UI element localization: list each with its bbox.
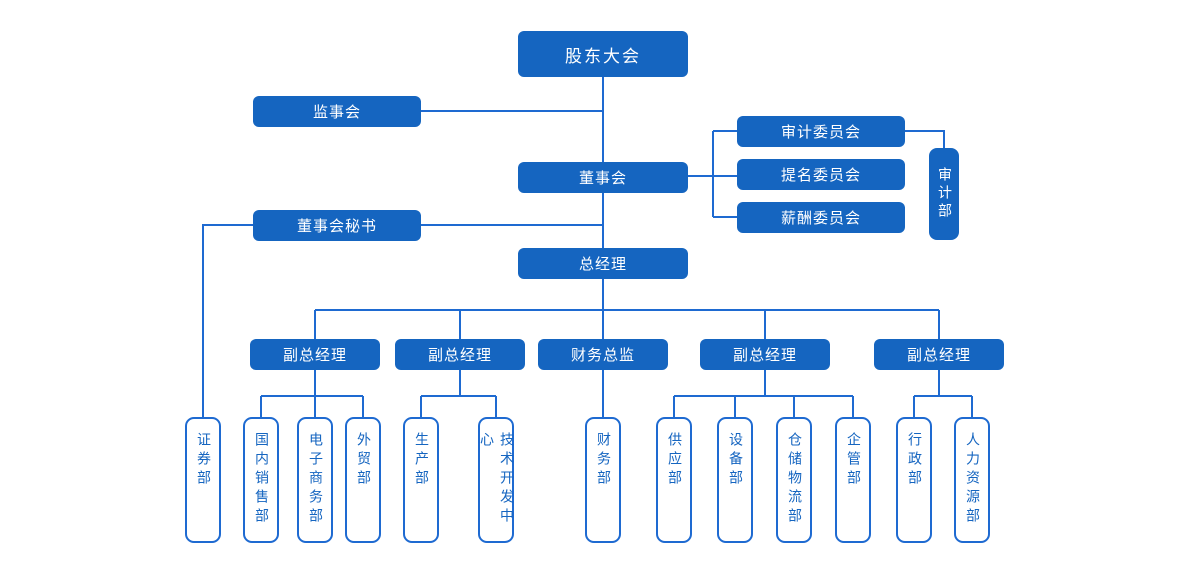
connector [688,130,737,218]
node-hr-dept: 人力资源部 [954,417,990,543]
node-deputy-gm-2: 副总经理 [395,339,525,370]
node-audit-department: 审计部 [929,148,959,240]
node-deputy-gm-1: 副总经理 [250,339,380,370]
connector [202,224,253,417]
connector [260,370,364,417]
node-supply-dept: 供应部 [656,417,692,543]
node-deputy-gm-4: 副总经理 [874,339,1004,370]
node-audit-committee: 审计委员会 [737,116,905,147]
node-securities-dept: 证券部 [185,417,221,543]
connector [905,130,945,148]
node-domestic-sales-dept: 国内销售部 [243,417,279,543]
node-tech-dev-center: 技术开发中心 [478,417,514,543]
node-finance-director: 财务总监 [538,339,668,370]
node-finance-dept: 财务部 [585,417,621,543]
node-deputy-gm-3: 副总经理 [700,339,830,370]
node-equipment-dept: 设备部 [717,417,753,543]
node-admin-dept: 行政部 [896,417,932,543]
node-warehouse-logistics-dept: 仓储物流部 [776,417,812,543]
node-nomination-committee: 提名委员会 [737,159,905,190]
node-board-of-directors: 董事会 [518,162,688,193]
node-ecommerce-dept: 电子商务部 [297,417,333,543]
connector [420,370,497,417]
node-foreign-trade-dept: 外贸部 [345,417,381,543]
connector [913,370,973,417]
node-shareholders-meeting: 股东大会 [518,31,688,77]
connector [673,370,854,417]
node-board-secretary: 董事会秘书 [253,210,421,241]
node-general-manager: 总经理 [518,248,688,279]
node-supervisory-board: 监事会 [253,96,421,127]
node-enterprise-mgmt-dept: 企管部 [835,417,871,543]
connector [314,310,940,339]
node-production-dept: 生产部 [403,417,439,543]
node-remuneration-committee: 薪酬委员会 [737,202,905,233]
